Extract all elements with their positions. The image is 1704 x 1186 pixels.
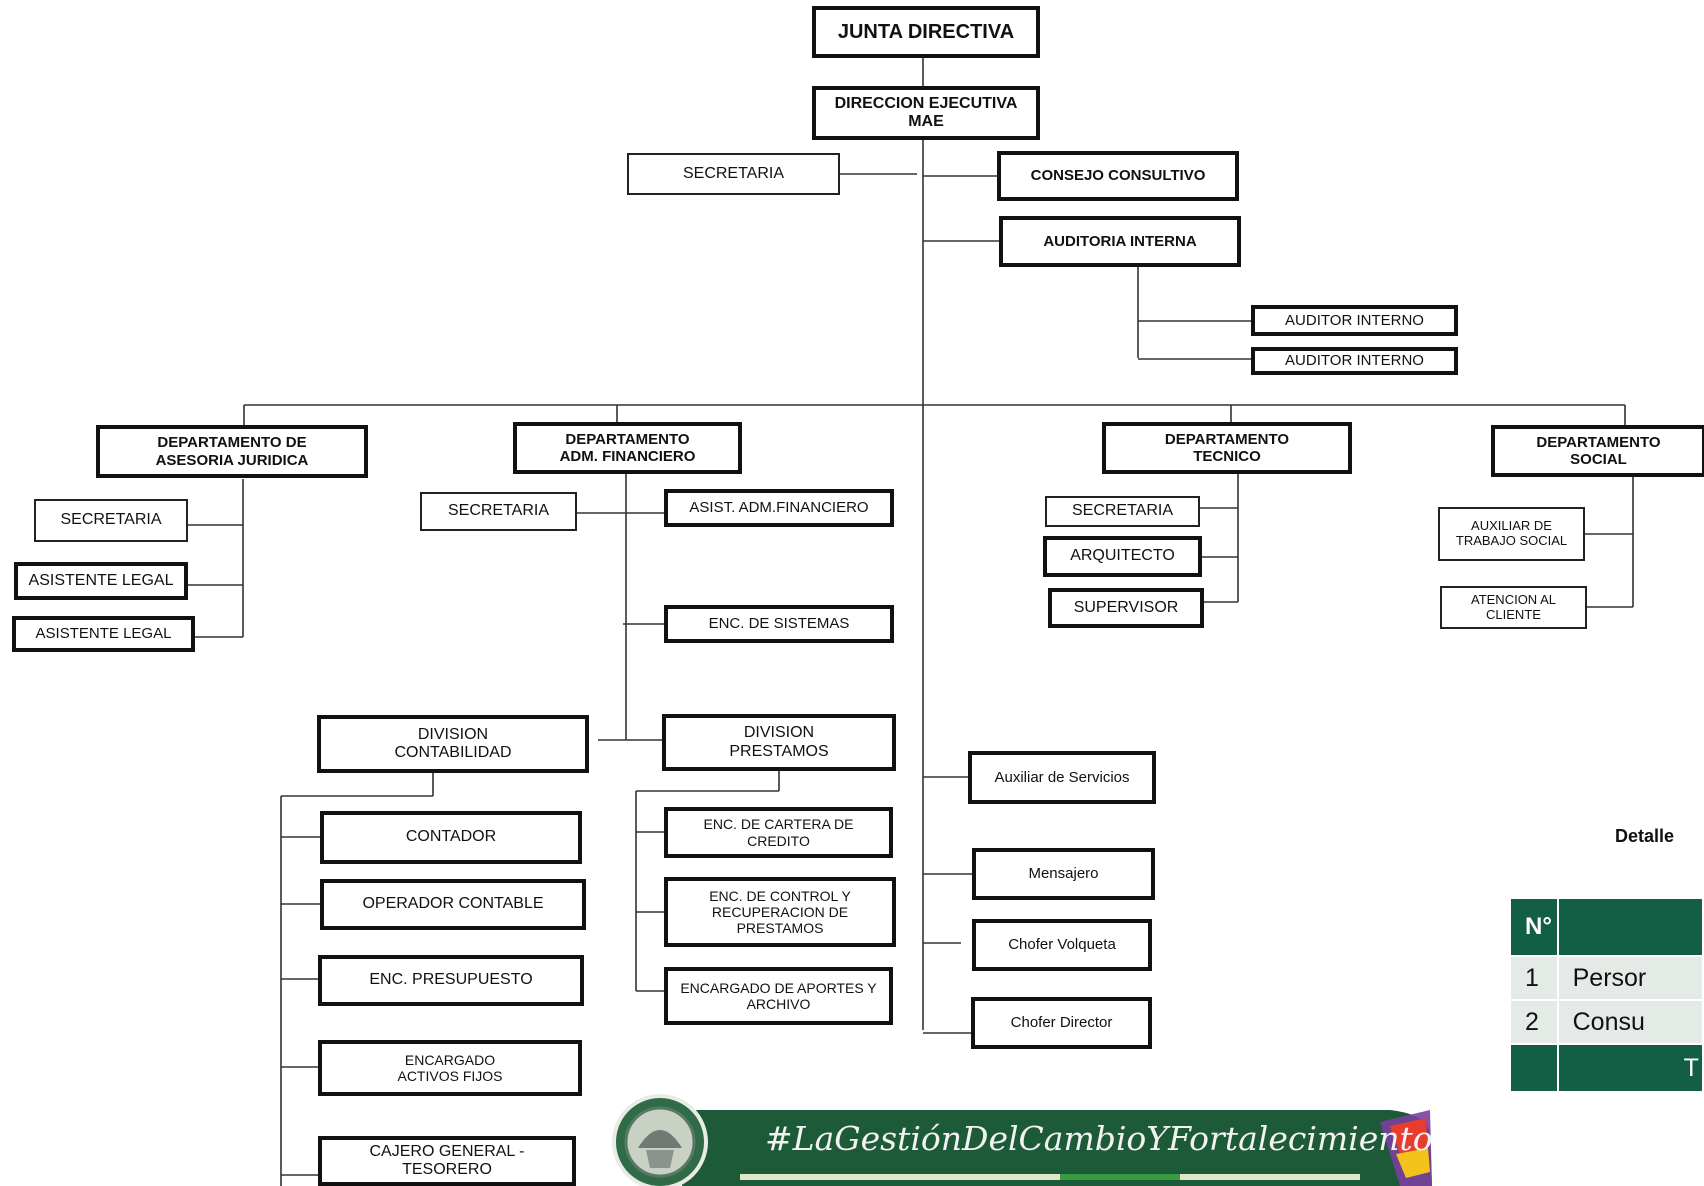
row-number: 2 bbox=[1509, 999, 1559, 1045]
auxiliar-trabajo-social-box: AUXILIAR DE TRABAJO SOCIAL bbox=[1438, 507, 1585, 561]
asistente-legal-box: ASISTENTE LEGAL bbox=[14, 562, 188, 600]
supervisor-box: SUPERVISOR bbox=[1048, 588, 1204, 628]
row-number: 1 bbox=[1509, 955, 1559, 1001]
consejo-consultivo-box: CONSEJO CONSULTIVO bbox=[997, 151, 1239, 201]
secretaria-box: SECRETARIA bbox=[420, 492, 577, 531]
secretaria-box: SECRETARIA bbox=[34, 499, 188, 542]
table-row: 1 Persor bbox=[1509, 955, 1704, 1001]
banner-background bbox=[682, 1110, 1432, 1186]
asistente-legal-box: ASISTENTE LEGAL bbox=[12, 616, 195, 652]
slogan-banner: #LaGestiónDelCambioYFortalecimiento bbox=[612, 1094, 1433, 1186]
enc-control-recuperacion-box: ENC. DE CONTROL Y RECUPERACION DE PRESTA… bbox=[664, 877, 896, 947]
banner-slogan: #LaGestiónDelCambioYFortalecimiento bbox=[765, 1119, 1433, 1158]
auditor-interno-box: AUDITOR INTERNO bbox=[1251, 305, 1458, 336]
total-cell bbox=[1509, 1043, 1559, 1093]
direccion-ejecutiva-box: DIRECCION EJECUTIVA MAE bbox=[812, 86, 1040, 140]
dept-adm-financiero-box: DEPARTAMENTO ADM. FINANCIERO bbox=[513, 422, 742, 474]
division-contabilidad-box: DIVISION CONTABILIDAD bbox=[317, 715, 589, 773]
row-text: Persor bbox=[1556, 955, 1704, 1001]
auditoria-interna-box: AUDITORIA INTERNA bbox=[999, 216, 1241, 267]
table-total-row: T bbox=[1509, 1043, 1704, 1093]
dept-social-box: DEPARTAMENTO SOCIAL bbox=[1491, 425, 1704, 477]
enc-presupuesto-box: ENC. PRESUPUESTO bbox=[318, 955, 584, 1006]
encargado-aportes-archivo-box: ENCARGADO DE APORTES Y ARCHIVO bbox=[664, 967, 893, 1025]
secretaria-box: SECRETARIA bbox=[1045, 496, 1200, 527]
auxiliar-servicios-box: Auxiliar de Servicios bbox=[968, 751, 1156, 804]
table-row: 2 Consu bbox=[1509, 999, 1704, 1045]
total-text: T bbox=[1556, 1043, 1704, 1093]
mensajero-box: Mensajero bbox=[972, 848, 1155, 900]
col-n-header: N° bbox=[1509, 897, 1559, 957]
asist-adm-financiero-box: ASIST. ADM.FINANCIERO bbox=[664, 489, 894, 527]
contador-box: CONTADOR bbox=[320, 811, 582, 864]
chofer-director-box: Chofer Director bbox=[971, 997, 1152, 1049]
row-text: Consu bbox=[1556, 999, 1704, 1045]
arquitecto-box: ARQUITECTO bbox=[1043, 536, 1202, 577]
col-desc-header bbox=[1556, 897, 1704, 957]
chofer-volqueta-box: Chofer Volqueta bbox=[972, 919, 1152, 971]
dept-tecnico-box: DEPARTAMENTO TECNICO bbox=[1102, 422, 1352, 474]
operador-contable-box: OPERADOR CONTABLE bbox=[320, 879, 586, 930]
enc-cartera-credito-box: ENC. DE CARTERA DE CREDITO bbox=[664, 807, 893, 858]
junta-directiva-box: JUNTA DIRECTIVA bbox=[812, 6, 1040, 58]
secretaria-box: SECRETARIA bbox=[627, 153, 840, 195]
detalle-table: N° 1 Persor 2 Consu T bbox=[1509, 897, 1704, 1093]
detalle-title: Detalle bbox=[1615, 826, 1675, 846]
dept-asesoria-juridica-box: DEPARTAMENTO DE ASESORIA JURIDICA bbox=[96, 425, 368, 478]
auditor-interno-box: AUDITOR INTERNO bbox=[1251, 347, 1458, 375]
table-header-row: N° bbox=[1509, 897, 1704, 957]
atencion-cliente-box: ATENCION AL CLIENTE bbox=[1440, 586, 1587, 629]
cajero-general-box: CAJERO GENERAL - TESORERO bbox=[318, 1136, 576, 1186]
encargado-activos-fijos-box: ENCARGADO ACTIVOS FIJOS bbox=[318, 1040, 582, 1096]
enc-sistemas-box: ENC. DE SISTEMAS bbox=[664, 605, 894, 643]
division-prestamos-box: DIVISION PRESTAMOS bbox=[662, 714, 896, 771]
